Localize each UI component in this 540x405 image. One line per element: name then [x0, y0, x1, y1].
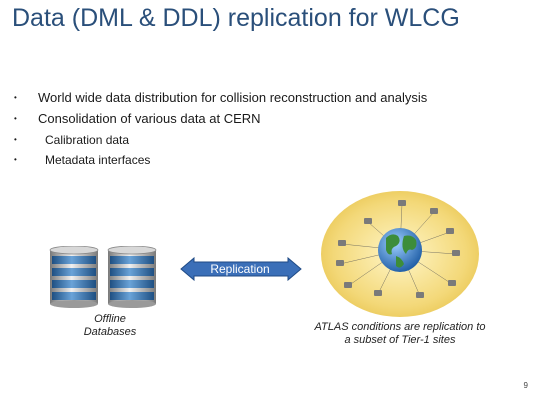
sub-bullet-text: Calibration data	[45, 133, 130, 147]
bullet-dot-icon: •	[14, 114, 17, 123]
offline-databases-caption: Offline Databases	[83, 313, 137, 338]
page-number: 9	[523, 381, 528, 390]
sub-bullet-item: • Calibration data	[14, 132, 524, 148]
bullet-text: Consolidation of various data at CERN	[38, 111, 261, 126]
bullet-dot-icon: •	[14, 93, 17, 102]
slide-title: Data (DML & DDL) replication for WLCG	[12, 4, 460, 32]
bullet-list: • World wide data distribution for colli…	[14, 90, 524, 172]
bullet-text: World wide data distribution for collisi…	[38, 90, 428, 105]
replication-arrow-icon	[180, 257, 302, 281]
database-icon	[49, 246, 157, 308]
bullet-dot-icon: •	[14, 155, 17, 164]
world-map-icon	[321, 191, 479, 317]
bullet-item: • Consolidation of various data at CERN	[14, 111, 524, 127]
sub-bullet-item: • Metadata interfaces	[14, 152, 524, 168]
bullet-item: • World wide data distribution for colli…	[14, 90, 524, 106]
atlas-conditions-caption: ATLAS conditions are replication to a su…	[314, 321, 486, 346]
sub-bullet-text: Metadata interfaces	[45, 153, 151, 167]
bullet-dot-icon: •	[14, 135, 17, 144]
replication-label: Replication	[210, 262, 270, 276]
